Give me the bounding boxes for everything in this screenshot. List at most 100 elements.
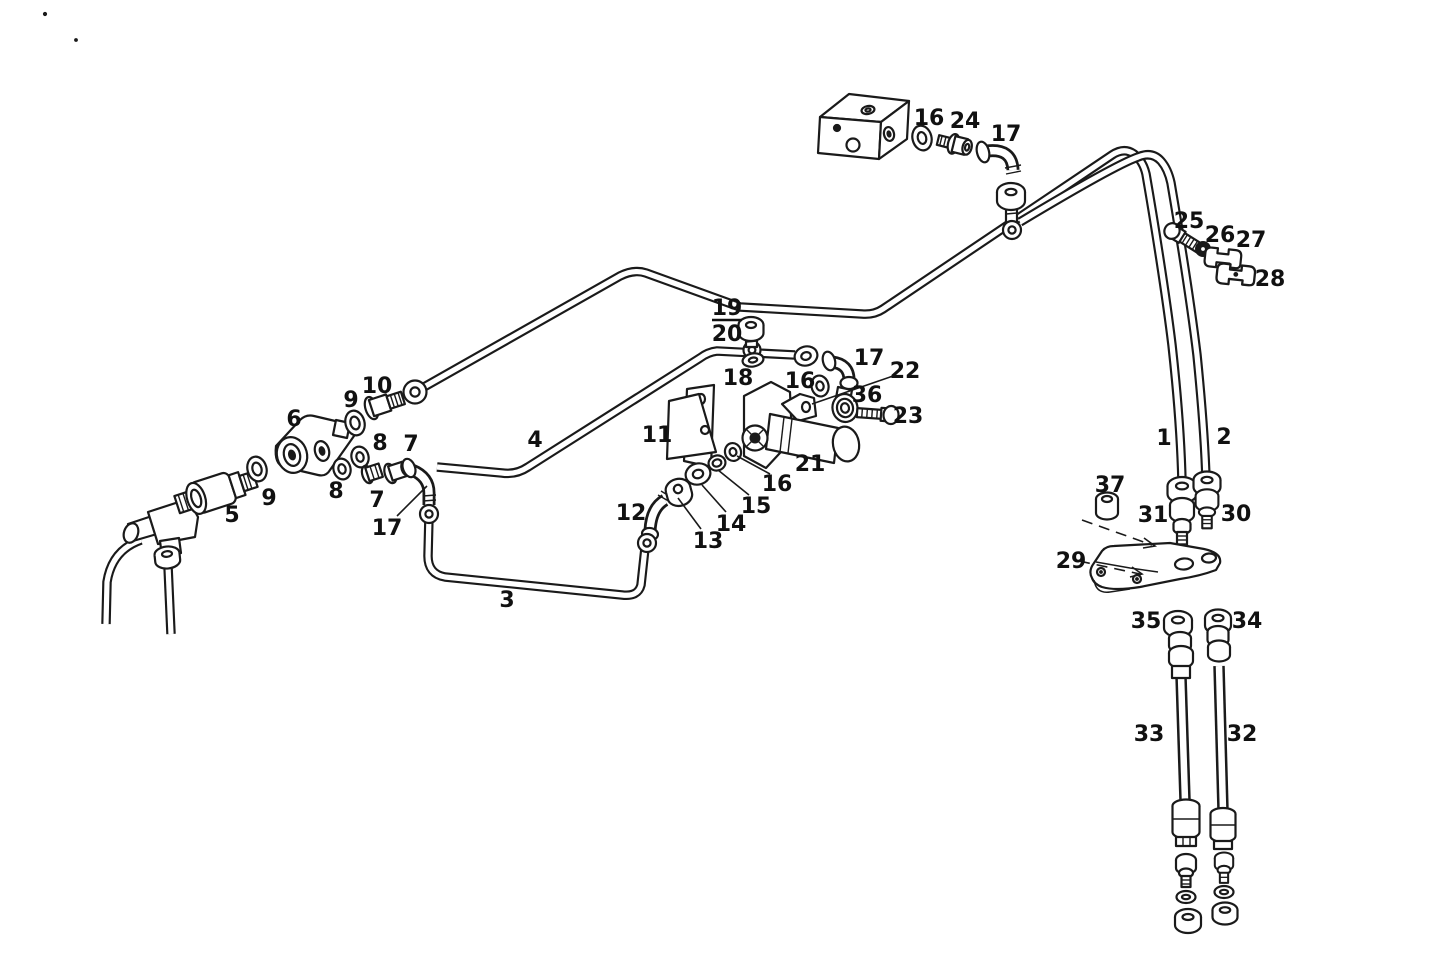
left-curved-pipe xyxy=(101,535,143,625)
part-label-37: 37 xyxy=(1095,473,1126,498)
part-label-36: 36 xyxy=(852,383,883,408)
part-label-8a: 8 xyxy=(372,431,387,456)
valve-21 xyxy=(741,380,861,470)
block-port-hole xyxy=(860,104,876,116)
part-label-4: 4 xyxy=(527,428,542,453)
part-label-7a: 7 xyxy=(403,432,418,457)
part-label-16c: 16 xyxy=(762,472,793,497)
part-label-18: 18 xyxy=(723,366,754,391)
part-label-35: 35 xyxy=(1131,609,1162,634)
fitting-7-a xyxy=(360,462,384,485)
part-label-34: 34 xyxy=(1232,609,1263,634)
part-label-2: 2 xyxy=(1216,425,1231,450)
part-label-33: 33 xyxy=(1134,722,1165,747)
part-label-14: 14 xyxy=(716,512,747,537)
part-label-5: 5 xyxy=(224,503,239,528)
nut-on-left-pipe xyxy=(153,545,182,570)
pump-block xyxy=(816,92,911,161)
nut-13 xyxy=(664,477,694,507)
part-label-25: 25 xyxy=(1174,209,1205,234)
part-label-32: 32 xyxy=(1227,722,1258,747)
ring-36 xyxy=(831,392,859,424)
ring-8-lower xyxy=(332,457,352,481)
ring-16-bottom xyxy=(723,441,743,463)
hose-33-top-fitting xyxy=(1167,630,1195,680)
pipe-3-right-banjo-eye xyxy=(636,532,658,554)
elbow-17-left xyxy=(401,457,437,505)
part-label-20: 20 xyxy=(712,322,743,347)
part-label-30: 30 xyxy=(1221,502,1252,527)
part-label-16b: 16 xyxy=(785,369,816,394)
part-label-8b: 8 xyxy=(328,479,343,504)
washer-below-hose-33 xyxy=(1175,889,1197,905)
part-label-19: 19 xyxy=(712,296,743,321)
pipe-4 xyxy=(436,346,796,479)
part-label-3: 3 xyxy=(499,588,514,613)
part-label-15: 15 xyxy=(741,494,772,519)
ring-15 xyxy=(707,454,727,472)
part-label-1: 1 xyxy=(1156,426,1171,451)
scan-specks xyxy=(42,11,78,42)
leader-lines xyxy=(396,375,894,530)
hose-32 xyxy=(1213,665,1229,811)
pipe-4-end-nut xyxy=(793,345,819,367)
hose-33-bottom-fitting xyxy=(1171,798,1201,848)
bracket-11 xyxy=(665,392,718,461)
fitting-5 xyxy=(173,470,259,515)
part-label-21: 21 xyxy=(795,452,826,477)
pipe-3 xyxy=(423,515,650,601)
part-label-12: 12 xyxy=(616,501,647,526)
block-dot-hole xyxy=(832,123,842,133)
block-front-hole xyxy=(845,137,861,153)
nut-35 xyxy=(1162,609,1194,639)
bolt-23 xyxy=(855,404,900,426)
fitting-31 xyxy=(1168,496,1196,549)
ring-9-lower xyxy=(246,455,268,483)
part-label-6: 6 xyxy=(286,407,301,432)
fitting-below-hose-32 xyxy=(1213,851,1235,884)
pipe-2-banjo-eye xyxy=(1001,219,1023,241)
fitting-below-hose-33 xyxy=(1174,852,1198,889)
fitting-30 xyxy=(1194,488,1220,530)
pipe-3-left-banjo-eye xyxy=(418,503,440,525)
part-label-9a: 9 xyxy=(343,388,358,413)
valve-knurled-knob xyxy=(741,424,769,452)
hose-32-bottom-fitting xyxy=(1209,806,1237,851)
part-label-9b: 9 xyxy=(261,486,276,511)
part-label-16a: 16 xyxy=(914,106,945,131)
part-label-24: 24 xyxy=(950,109,981,134)
banjo-bolt-top xyxy=(995,181,1027,226)
fitting-10 xyxy=(363,390,406,421)
part-label-29: 29 xyxy=(1056,549,1087,574)
part-label-22: 22 xyxy=(890,359,921,384)
hose-33 xyxy=(1175,675,1191,801)
part-labels: 1 2 3 4 5 6 7 7 8 8 9 9 10 11 12 13 14 1… xyxy=(224,106,1285,747)
clamp-27 xyxy=(1203,246,1243,270)
ring-9-upper xyxy=(344,409,366,437)
valve-end-cap xyxy=(831,425,861,463)
part-label-31: 31 xyxy=(1138,503,1169,528)
nut-below-hose-32 xyxy=(1211,901,1239,926)
part-label-13: 13 xyxy=(693,529,724,554)
part-label-26: 26 xyxy=(1205,223,1236,248)
dashed-leader-37 xyxy=(1081,519,1158,549)
washer-16-top xyxy=(911,124,933,152)
part-label-7b: 7 xyxy=(369,488,384,513)
nut-below-hose-33 xyxy=(1173,907,1203,935)
part-label-23: 23 xyxy=(893,404,924,429)
elbow-17-top xyxy=(975,140,1022,175)
part-label-28: 28 xyxy=(1255,267,1286,292)
left-straight-pipe xyxy=(163,565,176,635)
block-side-hole xyxy=(882,125,896,143)
part-label-17b: 17 xyxy=(854,346,885,371)
clamp-28 xyxy=(1215,262,1257,287)
part-label-10: 10 xyxy=(362,374,393,399)
hose-32-top-fitting xyxy=(1206,624,1232,663)
washer-14 xyxy=(684,462,712,486)
washer-18 xyxy=(741,352,765,368)
pipe-1-banjo-eye xyxy=(402,379,428,405)
fitting-24 xyxy=(935,132,973,156)
bracket-29 xyxy=(1089,541,1222,593)
